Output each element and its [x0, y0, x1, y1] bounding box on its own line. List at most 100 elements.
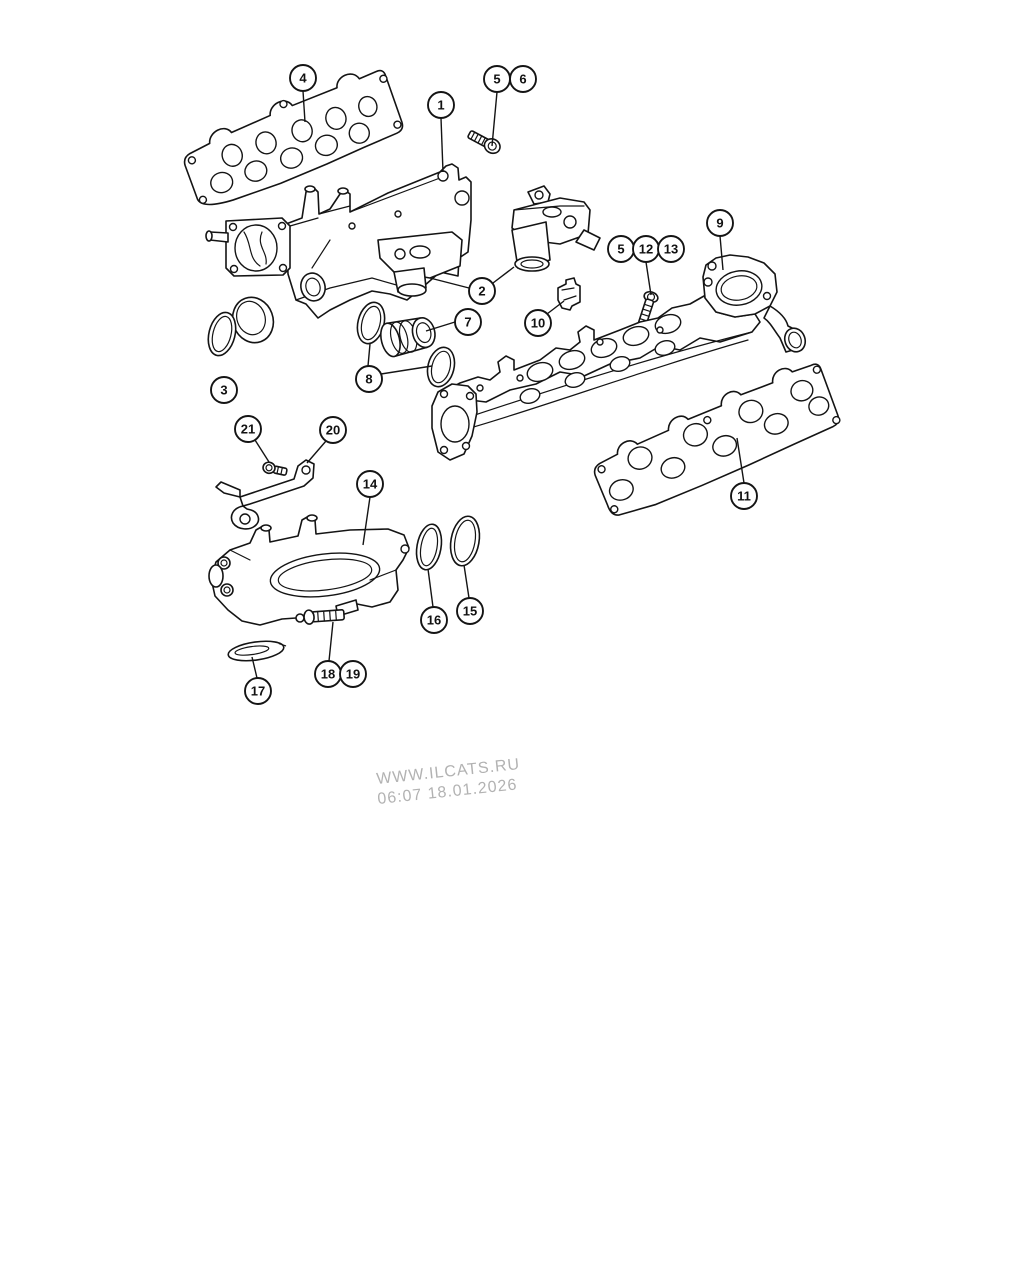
leader-line [254, 439, 270, 463]
callout-12[interactable]: 12 [632, 235, 660, 263]
o-ring-8b-drawing [426, 346, 456, 388]
callout-10[interactable]: 10 [524, 309, 552, 337]
callout-1[interactable]: 1 [427, 91, 455, 119]
callout-circle[interactable] [244, 677, 272, 705]
callout-number: 8 [365, 372, 372, 387]
gasket-17-drawing [227, 640, 287, 662]
callout-number: 7 [464, 315, 471, 330]
coupler-7-drawing [380, 317, 436, 358]
bracket-drawing [215, 459, 315, 530]
callout-circle[interactable] [339, 660, 367, 688]
callout-circle[interactable] [210, 376, 238, 404]
leader-lines [251, 90, 745, 679]
callout-number: 4 [299, 71, 307, 86]
callout-15[interactable]: 15 [456, 597, 484, 625]
callout-19[interactable]: 19 [339, 660, 367, 688]
callout-number: 17 [251, 684, 265, 699]
callout-circle[interactable] [706, 209, 734, 237]
callout-16[interactable]: 16 [420, 606, 448, 634]
leader-line [367, 343, 371, 367]
callout-number: 19 [346, 667, 360, 682]
leader-line [429, 277, 470, 289]
callout-11[interactable]: 11 [730, 482, 758, 510]
callout-number: 20 [326, 423, 340, 438]
callout-number: 5 [617, 242, 624, 257]
callout-8[interactable]: 8 [355, 365, 383, 393]
callout-circle[interactable] [289, 64, 317, 92]
callout-number: 2 [478, 284, 485, 299]
leader-line [425, 321, 456, 332]
callout-number: 9 [716, 216, 723, 231]
callout-circle[interactable] [420, 606, 448, 634]
leader-line [492, 266, 515, 284]
callout-number: 5 [493, 72, 500, 87]
callout-20[interactable]: 20 [319, 416, 347, 444]
callout-17[interactable]: 17 [244, 677, 272, 705]
callout-number: 16 [427, 613, 441, 628]
watermark: WWW.ILCATS.RU 06:07 18.01.2026 [376, 756, 521, 808]
callout-number: 6 [519, 72, 526, 87]
callout-circle[interactable] [319, 416, 347, 444]
leader-line [645, 261, 652, 296]
callout-circle[interactable] [657, 235, 685, 263]
callout-7[interactable]: 7 [454, 308, 482, 336]
callout-circle[interactable] [355, 365, 383, 393]
callout-circle[interactable] [730, 482, 758, 510]
callout-5[interactable]: 5 [607, 235, 635, 263]
callout-number: 1 [437, 98, 444, 113]
callout-circle[interactable] [509, 65, 537, 93]
bolt-18-drawing [303, 609, 345, 625]
callout-14[interactable]: 14 [356, 470, 384, 498]
callout-number: 21 [241, 422, 255, 437]
callout-3[interactable]: 3 [210, 376, 238, 404]
leader-line [463, 564, 470, 599]
callout-number: 12 [639, 242, 653, 257]
callout-circle[interactable] [524, 309, 552, 337]
upper-intake-manifold-drawing [205, 163, 472, 344]
right-manifold-drawing [431, 254, 807, 461]
callout-circle[interactable] [454, 308, 482, 336]
callout-9[interactable]: 9 [706, 209, 734, 237]
right-manifold-gasket-drawing [593, 363, 841, 516]
actuator-drawing [511, 185, 601, 272]
callout-circle[interactable] [456, 597, 484, 625]
callout-6[interactable]: 6 [509, 65, 537, 93]
bolt-upper-drawing [467, 130, 501, 155]
callout-circle[interactable] [427, 91, 455, 119]
callout-circle[interactable] [356, 470, 384, 498]
callout-number: 10 [531, 316, 545, 331]
leader-line [251, 656, 258, 679]
callout-2[interactable]: 2 [468, 277, 496, 305]
callout-13[interactable]: 13 [657, 235, 685, 263]
leader-line [380, 365, 433, 375]
leader-line [306, 440, 327, 464]
bolt-21-drawing [262, 461, 288, 476]
leader-line [440, 117, 444, 173]
callout-circle[interactable] [234, 415, 262, 443]
clip-drawing [557, 277, 581, 311]
callout-circle[interactable] [468, 277, 496, 305]
o-ring-15-drawing [449, 515, 481, 567]
callout-number: 11 [737, 489, 751, 504]
leader-line [719, 235, 724, 271]
callout-5[interactable]: 5 [483, 65, 511, 93]
leader-line [736, 437, 745, 484]
callout-4[interactable]: 4 [289, 64, 317, 92]
callout-number: 18 [321, 667, 335, 682]
callout-18[interactable]: 18 [314, 660, 342, 688]
callout-21[interactable]: 21 [234, 415, 262, 443]
o-ring-3-drawing [207, 311, 237, 357]
leader-line [328, 621, 334, 662]
lower-intake-manifold-drawing [208, 514, 410, 626]
leader-line [427, 568, 434, 608]
o-ring-16-drawing [415, 523, 443, 571]
leader-line [546, 300, 565, 315]
callout-number: 15 [463, 604, 477, 619]
callout-number: 3 [220, 383, 227, 398]
leader-line [362, 496, 371, 546]
callout-number: 13 [664, 242, 678, 257]
callout-number: 14 [363, 477, 378, 492]
